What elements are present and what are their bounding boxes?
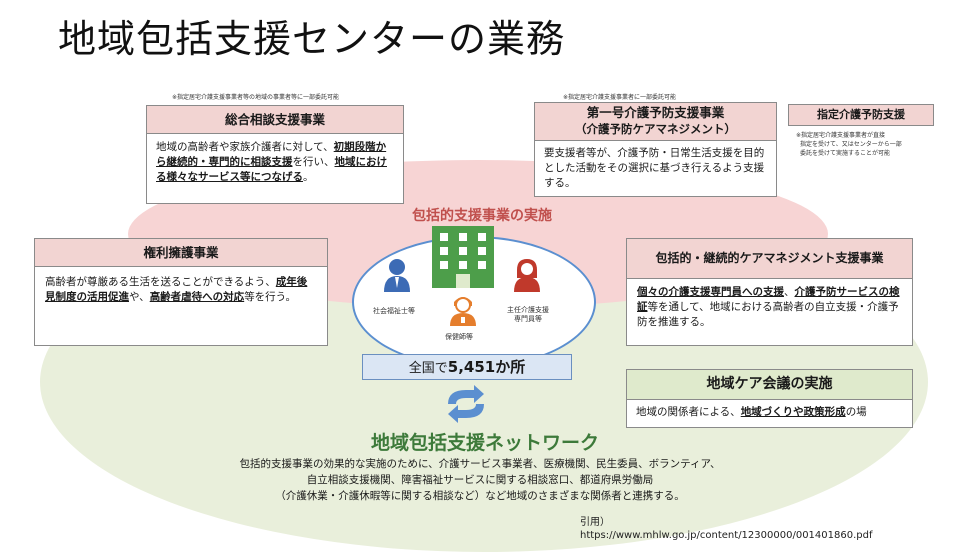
text-segment: 。 [303,171,314,183]
note-first: ※指定居宅介護支援事業者に一部委託可能 [563,94,677,101]
citation-url: https://www.mhlw.go.jp/content/12300000/… [580,530,873,541]
designated-support-heading: 指定介護予防支援 [817,108,905,121]
care-manager-label-line: 主任介護支援 [507,306,549,314]
emphasis-segment: 初期段階から継続的・専門的に相談支援 [156,141,387,168]
care-meeting-heading: 地域ケア会議の実施 [627,370,912,400]
center-count: 全国で5,451か所 [362,354,572,380]
note-line: 指定を受けて、又はセンターから一部 [800,141,902,148]
rights-box: 権利擁護事業 高齢者が尊厳ある生活を送ることができるよう、成年後見制度の活用促進… [34,238,328,346]
continuous-care-body: 個々の介護支援専門員への支援、介護予防サービスの検証等を通して、地域における高齢… [627,279,912,336]
care-manager-label: 主任介護支援 専門員等 [507,306,549,324]
designated-support-box: 指定介護予防支援 [788,104,934,126]
general-consult-heading: 総合相談支援事業 [147,106,403,134]
text-segment: 等を行う。 [244,291,297,303]
care-meeting-box: 地域ケア会議の実施 地域の関係者による、地域づくりや政策形成の場 [626,369,913,428]
page-title: 地域包括支援センターの業務 [58,17,566,61]
cycle-arrows-icon [448,385,484,423]
count-prefix: 全国で [408,361,448,376]
note-designated: ※指定居宅介護支援事業者が直接 指定を受けて、又はセンターから一部 委託を受けて… [796,131,902,158]
emphasis-segment: 高齢者虐待への対応 [149,291,245,303]
nurse-label: 保健師等 [445,333,473,341]
network-description: 包括的支援事業の効果的な実施のために、介護サービス事業者、医療機関、民生委員、ボ… [160,456,800,504]
continuous-care-heading: 包括的・継続的ケアマネジメント支援事業 [627,239,912,279]
text-segment: や、 [129,291,150,303]
emphasis-segment: 地域における様々なサービス等につなげる [156,156,387,183]
general-consult-box: 総合相談支援事業 地域の高齢者や家族介護者に対して、初期段階から継続的・専門的に… [146,105,404,204]
network-description-line: 包括的支援事業の効果的な実施のために、介護サービス事業者、医療機関、民生委員、ボ… [239,458,721,470]
first-care-heading: 第一号介護予防支援事業 （介護予防ケアマネジメント） [535,103,776,141]
text-segment: 等を通して、地域における高齢者の自立支援・介護予防を推進する。 [637,301,899,328]
text-segment: 地域の高齢者や家族介護者に対して、 [156,141,334,153]
citation-label: 引用） [580,517,610,528]
emphasis-segment: 個々の介護支援専門員への支援 [637,286,784,298]
care-manager-icon [514,259,540,292]
first-care-body: 要支援者等が、介護予防・日常生活支援を目的とした活動をその選択に基づき行えるよう… [544,147,765,189]
care-meeting-body: 地域の関係者による、地域づくりや政策形成の場 [627,400,912,425]
text-segment: を行い、 [292,156,335,168]
citation: 引用） https://www.mhlw.go.jp/content/12300… [580,516,872,542]
rights-heading: 権利擁護事業 [35,239,327,267]
network-description-line: （介護休業・介護休暇等に関する相談など）など地域のさまざまな関係者と連携する。 [275,490,685,502]
care-manager-label-line: 専門員等 [514,315,542,323]
network-title: 地域包括支援ネットワーク [370,432,599,454]
text-segment: 高齢者が尊厳ある生活を送ることができるよう、 [45,276,276,288]
social-worker-icon [384,259,410,292]
building-icon [432,226,494,288]
general-consult-body: 地域の高齢者や家族介護者に対して、初期段階から継続的・専門的に相談支援を行い、地… [147,134,403,191]
count-value: 5,451か所 [447,358,526,376]
emphasis-segment: 成年後見制度の活用促進 [45,276,308,303]
note-line: ※指定居宅介護支援事業者が直接 [796,132,886,139]
note-general: ※指定居宅介護支援事業者等の地域の事業者等に一部委託可能 [172,94,340,101]
first-care-heading-line: 第一号介護予防支援事業 [586,105,725,120]
emphasis-segment: 介護予防サービスの検証 [637,286,900,313]
text-segment: の場 [845,406,867,418]
continuous-care-box: 包括的・継続的ケアマネジメント支援事業 個々の介護支援専門員への支援、介護予防サ… [626,238,913,346]
center-label: 包括的支援事業の実施 [412,208,552,224]
social-worker-label: 社会福祉士等 [373,307,415,315]
first-care-box: 第一号介護予防支援事業 （介護予防ケアマネジメント） 要支援者等が、介護予防・日… [534,102,777,197]
nurse-icon [450,297,476,326]
rights-body: 高齢者が尊厳ある生活を送ることができるよう、成年後見制度の活用促進や、高齢者虐待… [35,267,327,313]
emphasis-segment: 地域づくりや政策形成 [740,406,846,418]
text-segment: 地域の関係者による、 [636,406,741,418]
text-segment: 、 [784,286,795,298]
network-description-line: 自立相談支援機関、障害福祉サービスに関する相談窓口、都道府県労働局 [306,474,654,486]
note-line: 委託を受けて実施することが可能 [800,150,891,157]
first-care-heading-line: （介護予防ケアマネジメント） [575,122,736,136]
